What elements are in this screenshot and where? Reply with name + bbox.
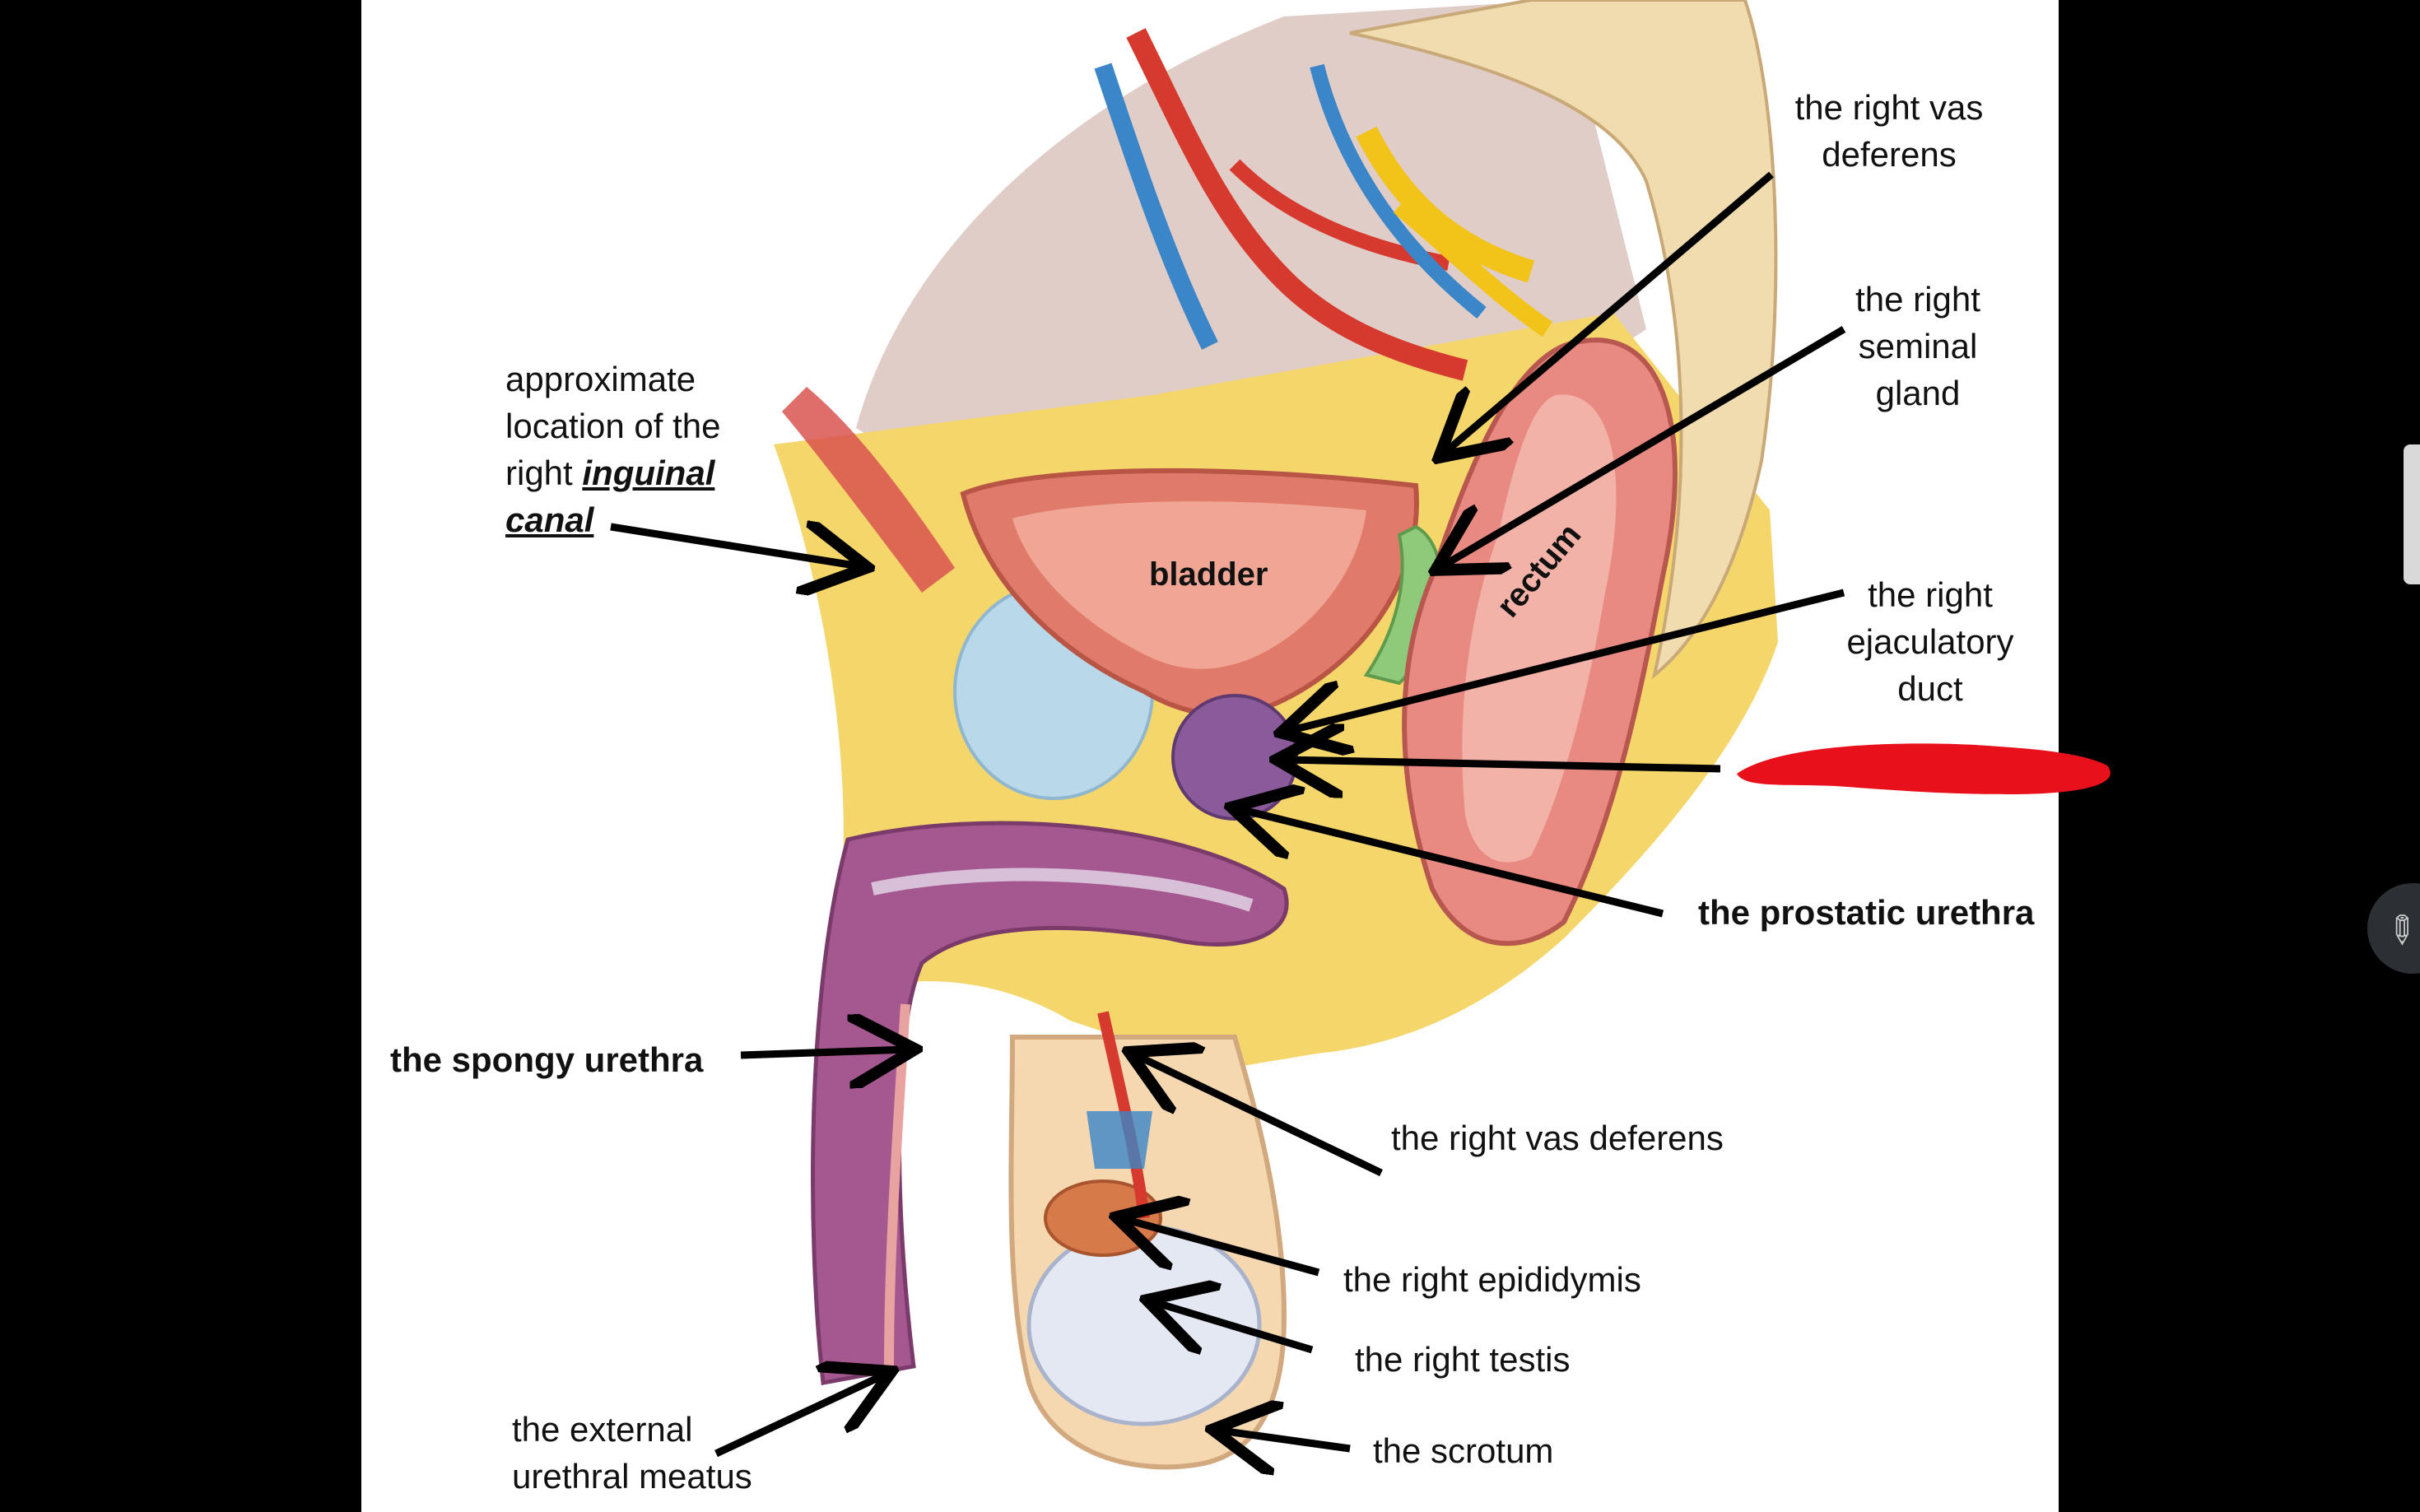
arrow-vas-deferens-top [1445, 171, 1774, 453]
label-external-meatus: the external urethral meatus [512, 1410, 752, 1496]
redaction-scribble [1737, 743, 2111, 794]
label-testis: the right testis [1355, 1340, 1571, 1379]
arrow-redacted-label [1284, 760, 1721, 769]
penis-shaft [811, 821, 1289, 1385]
pencil-icon: ✎ [2374, 903, 2420, 957]
nerve [1356, 126, 1535, 283]
corpus-spongiosum [871, 868, 1254, 912]
arrow-scrotum [1220, 1431, 1351, 1449]
arrow-spongy-urethra [740, 1049, 908, 1055]
label-inguinal-canal: approximate location of the right inguin… [505, 356, 769, 543]
arrow-ejaculatory-duct [1288, 589, 1845, 731]
arrow-testis [1154, 1302, 1314, 1350]
abdominal-wall-muscle [782, 387, 955, 593]
rectum-lumen [1462, 394, 1617, 863]
arrow-epididymis [1124, 1219, 1320, 1277]
label-ejaculatory-duct: the right ejaculatory duct [1846, 575, 2014, 708]
arrow-inguinal-canal [610, 527, 860, 566]
bladder-lumen [1012, 501, 1366, 669]
arrow-seminal-gland [1442, 326, 1846, 566]
pampiniform-plexus [1087, 1111, 1152, 1169]
label-prostatic-urethra: the prostatic urethra [1698, 893, 2035, 932]
nerve-branch [1393, 198, 1553, 337]
label-spongy-urethra: the spongy urethra [390, 1040, 704, 1079]
arrow-prostatic-urethra [1239, 809, 1664, 918]
label-inguinal-prefix: approximate location of the right [505, 360, 721, 492]
vein [1094, 63, 1218, 350]
organ-label-bladder: bladder [1149, 556, 1268, 593]
artery [1126, 28, 1468, 381]
vein-branch [1310, 63, 1487, 319]
label-seminal-gland: the right seminal gland [1855, 280, 1980, 412]
label-inguinal-emphasis: inguinal canal [505, 454, 715, 539]
label-scrotum: the scrotum [1373, 1431, 1554, 1470]
arrow-external-meatus [714, 1375, 885, 1458]
arrow-vas-deferens-bottom [1136, 1055, 1383, 1177]
scrollbar-handle[interactable] [2404, 444, 2420, 584]
label-vas-deferens-bottom: the right vas deferens [1391, 1119, 1724, 1157]
label-vas-deferens-top: the right vas deferens [1794, 88, 1984, 174]
label-epididymis: the right epididymis [1343, 1260, 1641, 1299]
sacrum [1349, 0, 1778, 680]
